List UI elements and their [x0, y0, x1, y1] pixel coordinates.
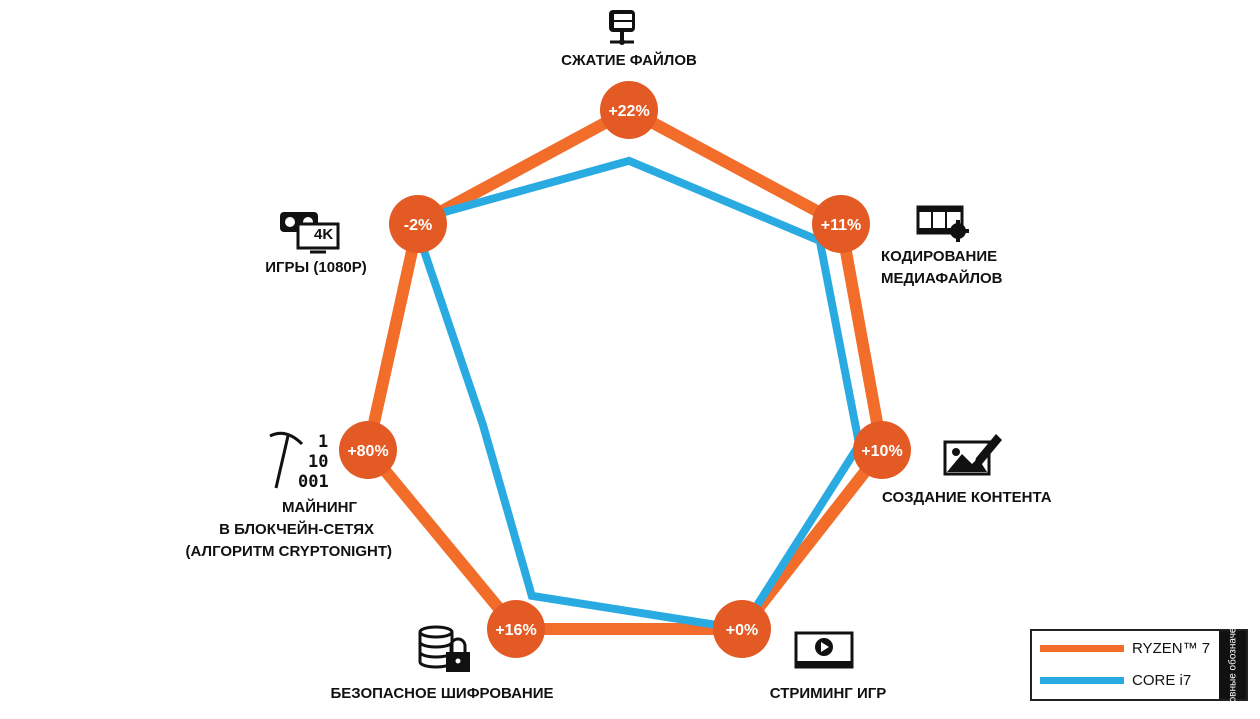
mining-bits-line-2: 10 — [308, 452, 329, 472]
category-label-media-line2: МЕДИАФАЙЛОВ — [881, 270, 1003, 287]
data-label-mining: +80% — [347, 443, 388, 460]
gaming-4k-text: 4K — [314, 226, 334, 243]
data-marker-media — [812, 195, 870, 253]
data-marker-gaming — [389, 195, 447, 253]
compress-icon — [609, 10, 635, 45]
legend: RYZEN™ 7 CORE i7 Условные обозначения — [1030, 611, 1248, 719]
film-gear-icon — [916, 205, 969, 242]
series-line-core — [408, 156, 864, 634]
vr-headset-4k-icon — [280, 212, 340, 254]
category-label-files: СЖАТИЕ ФАЙЛОВ — [561, 52, 697, 69]
data-label-content: +10% — [861, 443, 902, 460]
category-label-mining-line2: В БЛОКЧЕЙН-СЕТЯХ — [219, 521, 374, 538]
data-marker-mining — [339, 421, 397, 479]
legend-swatch-core — [1040, 677, 1124, 684]
video-play-icon — [794, 631, 854, 669]
data-label-media: +11% — [821, 217, 861, 234]
data-marker-encryption — [487, 600, 545, 658]
pickaxe-icon — [269, 431, 304, 489]
category-label-streaming: СТРИМИНГ ИГР — [769, 685, 887, 702]
category-label-content: СОЗДАНИЕ КОНТЕНТА — [882, 489, 1052, 506]
legend-title-bar: Условные обозначения — [1219, 611, 1246, 719]
category-label-gaming: ИГРЫ (1080P) — [265, 259, 367, 276]
data-marker-files — [600, 81, 658, 139]
legend-title: Условные обозначения — [1227, 610, 1238, 719]
data-label-files: +22% — [608, 103, 649, 120]
data-marker-content — [853, 421, 911, 479]
image-edit-icon — [943, 434, 1002, 476]
mining-bits-line-1: 1 — [318, 432, 329, 452]
data-label-encryption: +16% — [495, 622, 536, 639]
data-marker-streaming — [713, 600, 771, 658]
data-label-gaming: -2% — [404, 217, 432, 234]
mining-bits-line-3: 001 — [298, 472, 329, 492]
legend-label-ryzen: RYZEN™ 7 — [1132, 640, 1211, 657]
legend-swatch-ryzen — [1040, 645, 1124, 652]
legend-label-core: CORE i7 — [1132, 672, 1192, 689]
data-label-streaming: +0% — [726, 622, 758, 639]
database-lock-icon — [418, 625, 470, 672]
category-label-media-line1: КОДИРОВАНИЕ — [881, 248, 998, 265]
series-line-ryzen — [361, 103, 889, 635]
category-label-mining-line3: (АЛГОРИТМ CRYPTONIGHT) — [185, 543, 392, 560]
category-label-encryption: БЕЗОПАСНОЕ ШИФРОВАНИЕ — [330, 685, 554, 702]
category-label-mining-line1: МАЙНИНГ — [281, 499, 357, 516]
